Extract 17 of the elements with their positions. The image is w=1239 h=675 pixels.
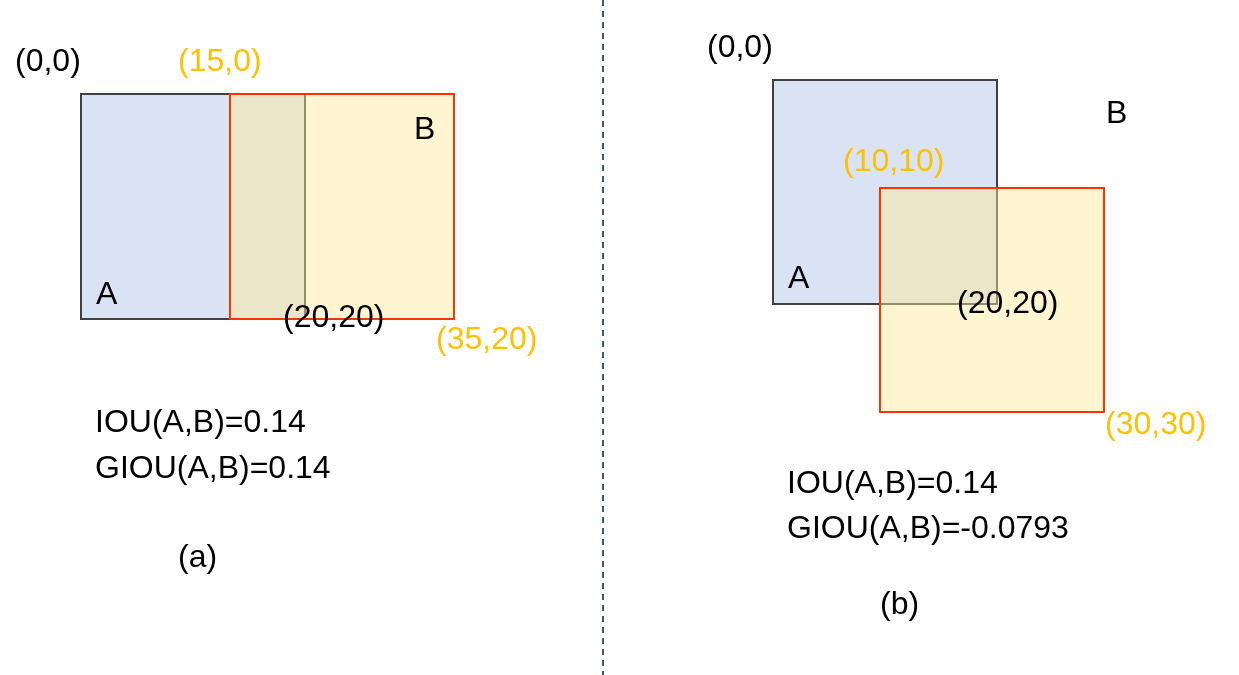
coordinate-label: (35,20) bbox=[436, 320, 538, 356]
box-label: A bbox=[788, 259, 810, 295]
box-label: B bbox=[414, 110, 436, 146]
coordinate-label: (30,30) bbox=[1105, 405, 1207, 441]
coordinate-label: (10,10) bbox=[843, 142, 945, 178]
coordinate-label: (0,0) bbox=[707, 28, 773, 64]
subfigure-label: (b) bbox=[880, 585, 920, 621]
formula-text: IOU(A,B)=0.14 bbox=[787, 464, 998, 500]
coordinate-label: (15,0) bbox=[178, 42, 262, 78]
coordinate-label: (0,0) bbox=[15, 42, 81, 78]
formula-text: IOU(A,B)=0.14 bbox=[95, 403, 306, 439]
coordinate-label: (20,20) bbox=[957, 284, 1059, 320]
box-label: A bbox=[96, 275, 118, 311]
formula-text: GIOU(A,B)=0.14 bbox=[95, 449, 331, 485]
subfigure-label: (a) bbox=[178, 538, 218, 574]
formula-text: GIOU(A,B)=-0.0793 bbox=[787, 509, 1069, 545]
box-label: B bbox=[1106, 94, 1128, 130]
